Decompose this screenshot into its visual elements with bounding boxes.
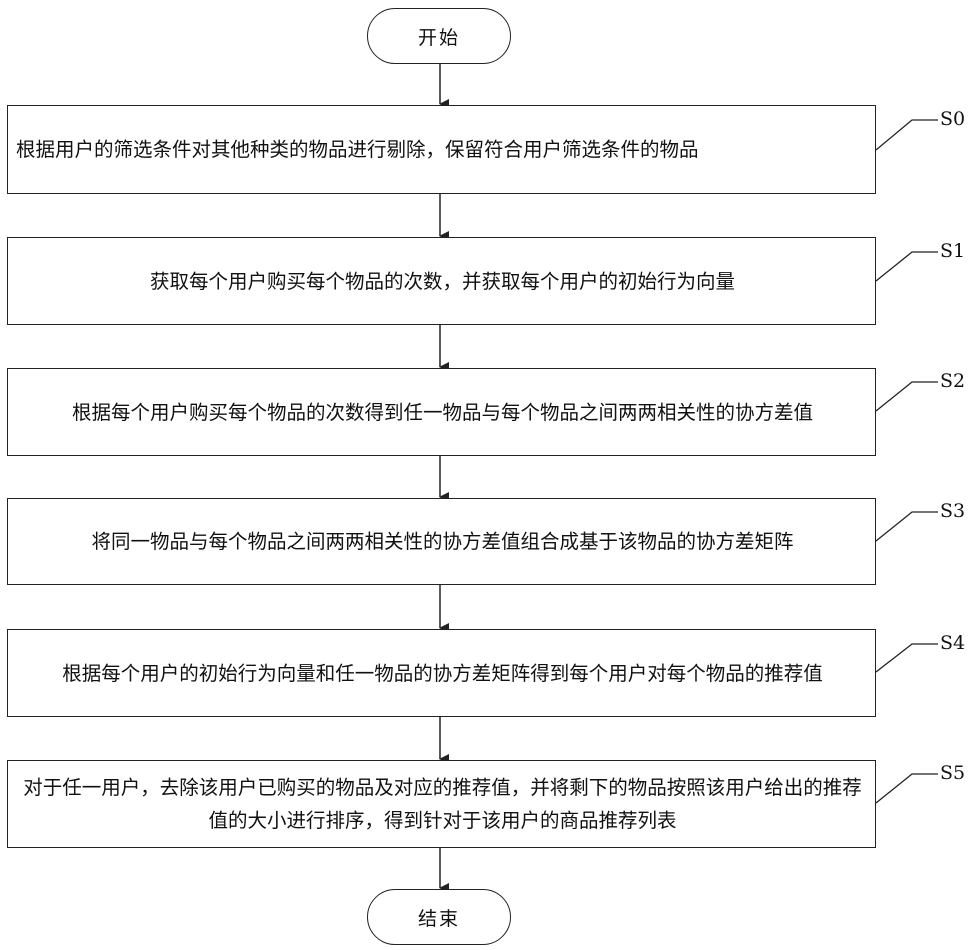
leader-line-s4	[876, 644, 938, 672]
leader-line-s3	[876, 512, 938, 541]
step-text-s3: 将同一物品与每个物品之间两两相关性的协方差值组合成基于该物品的协方差矩阵	[8, 525, 875, 558]
step-box-s0: 根据用户的筛选条件对其他种类的物品进行剔除，保留符合用户筛选条件的物品	[7, 105, 876, 194]
start-terminal: 开始	[367, 8, 511, 64]
leader-line-s0	[876, 120, 938, 150]
step-box-s4: 根据每个用户的初始行为向量和任一物品的协方差矩阵得到每个用户对每个物品的推荐值	[7, 629, 876, 717]
leader-line-s1	[876, 252, 938, 281]
step-label-s5: S5	[940, 762, 965, 784]
end-terminal: 结束	[367, 889, 511, 945]
step-box-s5: 对于任一用户，去除该用户已购买的物品及对应的推荐值，并将剩下的物品按照该用户给出…	[7, 760, 876, 848]
step-text-s5: 对于任一用户，去除该用户已购买的物品及对应的推荐值，并将剩下的物品按照该用户给出…	[8, 771, 875, 837]
step-text-s4: 根据每个用户的初始行为向量和任一物品的协方差矩阵得到每个用户对每个物品的推荐值	[8, 657, 875, 690]
step-box-s2: 根据每个用户购买每个物品的次数得到任一物品与每个物品之间两两相关性的协方差值	[7, 368, 876, 456]
step-text-s1: 获取每个用户购买每个物品的次数，并获取每个用户的初始行为向量	[8, 265, 875, 298]
step-text-s2: 根据每个用户购买每个物品的次数得到任一物品与每个物品之间两两相关性的协方差值	[8, 396, 875, 429]
step-label-s1: S1	[940, 240, 965, 262]
step-text-s0: 根据用户的筛选条件对其他种类的物品进行剔除，保留符合用户筛选条件的物品	[8, 133, 875, 166]
leader-line-s2	[876, 382, 938, 411]
step-box-s1: 获取每个用户购买每个物品的次数，并获取每个用户的初始行为向量	[7, 237, 876, 325]
step-label-s0: S0	[940, 108, 965, 130]
leader-line-s5	[876, 774, 938, 803]
step-label-s4: S4	[940, 632, 965, 654]
end-label: 结束	[418, 904, 460, 931]
step-label-s3: S3	[940, 500, 965, 522]
step-box-s3: 将同一物品与每个物品之间两两相关性的协方差值组合成基于该物品的协方差矩阵	[7, 498, 876, 585]
start-label: 开始	[418, 23, 460, 50]
step-label-s2: S2	[940, 370, 965, 392]
